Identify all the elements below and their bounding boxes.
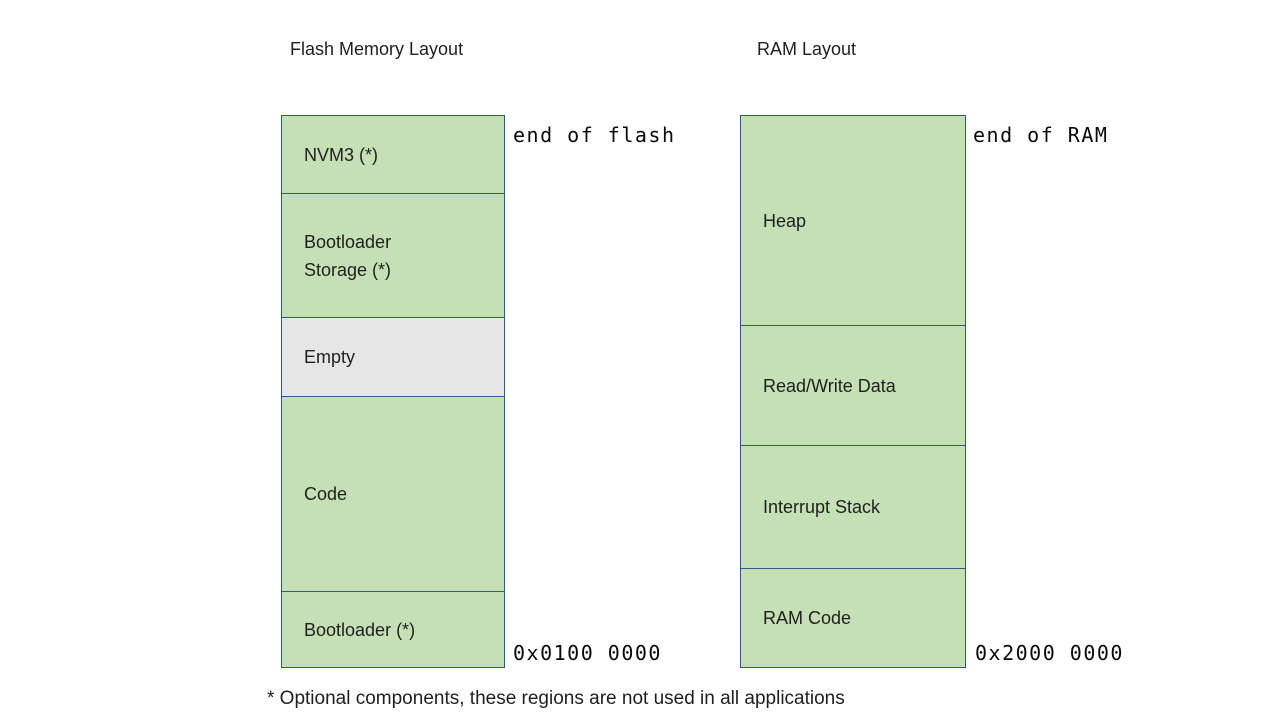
ram-segment-label: RAM Code xyxy=(763,608,852,628)
flash-end-annotation: end of flash xyxy=(513,123,676,147)
ram-segment-read-write-data: Read/Write Data xyxy=(740,325,966,446)
flash-segment-code: Code xyxy=(281,396,505,592)
flash-segment-empty: Empty xyxy=(281,317,505,397)
flash-segment-label: Empty xyxy=(304,347,356,367)
ram-column-title: RAM Layout xyxy=(757,39,857,59)
optional-components-footnote: * Optional components, these regions are… xyxy=(267,688,845,709)
ram-segment-label: Interrupt Stack xyxy=(763,497,881,517)
flash-segment-bootloader: Bootloader (*) xyxy=(281,591,505,668)
ram-end-annotation: end of RAM xyxy=(973,123,1109,147)
flash-segment-label: Bootloader Storage (*) xyxy=(304,231,392,280)
ram-segment-label: Read/Write Data xyxy=(763,375,896,396)
flash-segment-nvm3: NVM3 (*) xyxy=(281,115,505,194)
flash-segment-label: Bootloader (*) xyxy=(304,619,416,640)
flash-segment-label: Code xyxy=(304,484,348,504)
ram-segment-label: Heap xyxy=(763,210,807,231)
flash-base-address: 0x0100 0000 xyxy=(513,641,662,665)
ram-segment-ram-code: RAM Code xyxy=(740,568,966,668)
flash-segment-bootloader-storage: Bootloader Storage (*) xyxy=(281,193,505,318)
ram-segment-interrupt-stack: Interrupt Stack xyxy=(740,445,966,569)
ram-segment-heap: Heap xyxy=(740,115,966,326)
flash-segment-label: NVM3 (*) xyxy=(304,144,379,165)
flash-column-title: Flash Memory Layout xyxy=(290,39,464,59)
ram-base-address: 0x2000 0000 xyxy=(975,641,1124,665)
